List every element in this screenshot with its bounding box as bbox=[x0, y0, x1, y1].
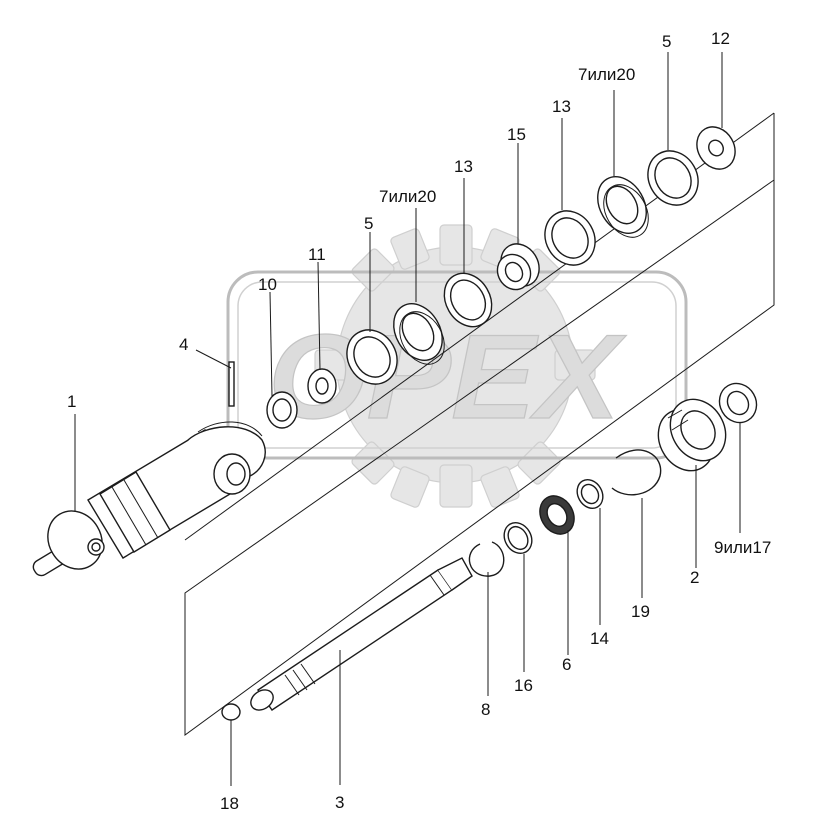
part-5-ring-top bbox=[647, 150, 699, 206]
part-15-bushing bbox=[496, 243, 540, 291]
part-6-seal bbox=[539, 495, 575, 535]
callout-11: 11 bbox=[308, 245, 326, 264]
callout-13-top: 13 bbox=[552, 97, 571, 116]
callout-5-top: 5 bbox=[662, 32, 671, 51]
part-7-seal-mid bbox=[393, 303, 445, 365]
callout-10: 10 bbox=[258, 275, 277, 294]
part-14-ring bbox=[576, 478, 604, 510]
watermark-logo: OPEX bbox=[226, 224, 688, 508]
watermark-gear bbox=[314, 224, 596, 508]
callout-1: 1 bbox=[67, 392, 76, 411]
callout-8: 8 bbox=[481, 700, 490, 719]
part-1-cylinder bbox=[32, 421, 266, 577]
part-3-rod bbox=[250, 557, 473, 711]
callout-5-mid: 5 bbox=[364, 214, 373, 233]
part-16-ring bbox=[503, 521, 533, 555]
part-7-seal-top bbox=[597, 176, 649, 238]
watermark-frame bbox=[226, 270, 688, 460]
callout-9: 9или17 bbox=[714, 538, 771, 557]
part-11-washer bbox=[307, 368, 337, 404]
callout-16: 16 bbox=[514, 676, 533, 695]
callout-15: 15 bbox=[507, 125, 526, 144]
part-9-bushing bbox=[718, 382, 758, 424]
callout-13-mid: 13 bbox=[454, 157, 473, 176]
callout-7-top: 7или20 bbox=[578, 65, 635, 84]
part-19-retaining-ring bbox=[611, 449, 662, 496]
leader-lines bbox=[74, 52, 741, 786]
part-12-washer bbox=[696, 126, 736, 170]
part-10-nut bbox=[266, 391, 298, 429]
part-13-ring-mid bbox=[443, 272, 493, 328]
callout-3: 3 bbox=[335, 793, 344, 812]
assembly-outline bbox=[184, 113, 775, 736]
callout-14: 14 bbox=[590, 629, 609, 648]
part-5-ring-mid bbox=[346, 329, 398, 385]
part-4-pin bbox=[228, 361, 235, 407]
callout-19: 19 bbox=[631, 602, 650, 621]
part-8-snap-ring bbox=[468, 541, 505, 577]
callout-12: 12 bbox=[711, 29, 730, 48]
callout-18: 18 bbox=[220, 794, 239, 813]
part-2-piston bbox=[657, 398, 727, 472]
callout-labels: 1 2 3 4 5 5 6 7или20 7или20 8 9или17 10 … bbox=[67, 29, 771, 813]
callout-7-mid: 7или20 bbox=[379, 187, 436, 206]
callout-4: 4 bbox=[179, 335, 188, 354]
callout-2: 2 bbox=[690, 568, 699, 587]
part-18-snap-ring bbox=[221, 703, 241, 721]
part-13-ring-top bbox=[544, 210, 596, 266]
callout-6: 6 bbox=[562, 655, 571, 674]
